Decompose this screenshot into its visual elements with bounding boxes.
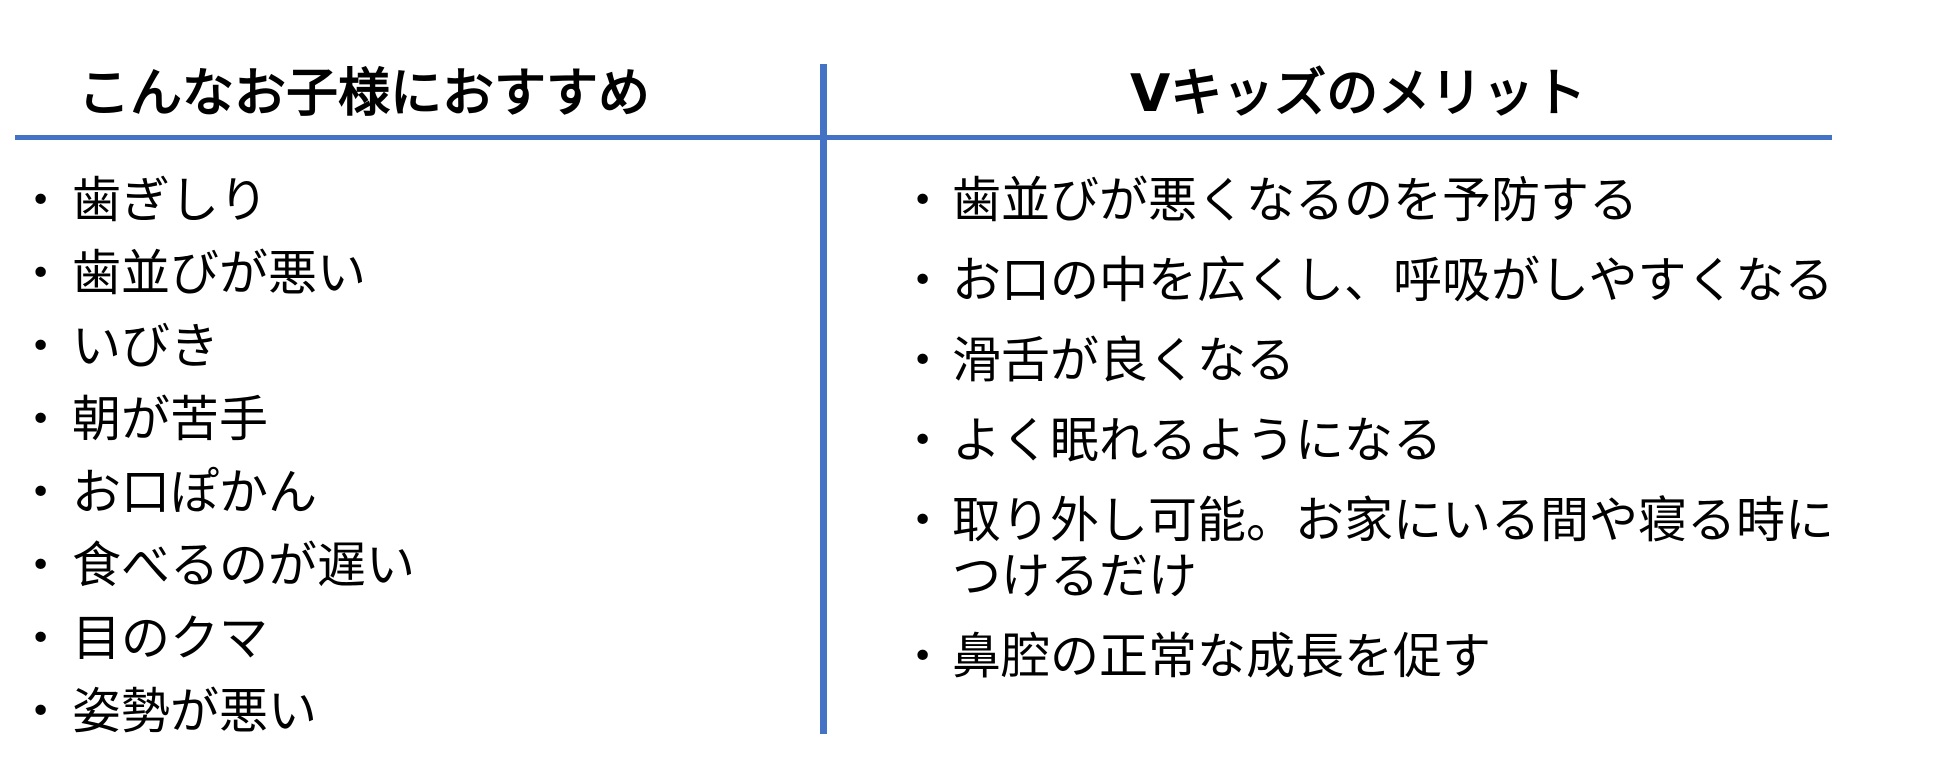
benefit-item-text: 歯並びが悪くなるのを予防する — [952, 172, 1639, 229]
list-item: • 食べるのが遅い — [30, 538, 415, 594]
bullet-icon: • — [912, 636, 934, 677]
recommended-item-text: お口ぽかん — [72, 464, 318, 521]
bullet-icon: • — [30, 253, 52, 294]
bullet-icon: • — [912, 500, 934, 541]
list-item: • 鼻腔の正常な成長を促す — [912, 629, 1872, 685]
list-item: • 目のクマ — [30, 611, 415, 667]
bullet-icon: • — [912, 260, 934, 301]
benefit-item-text: よく眠れるようになる — [952, 412, 1443, 469]
bullet-icon: • — [912, 420, 934, 461]
list-item: • お口ぽかん — [30, 465, 415, 521]
recommended-item-text: 朝が苦手 — [72, 391, 269, 448]
list-item: • 滑舌が良くなる — [912, 333, 1872, 389]
recommended-item-text: 歯ぎしり — [72, 172, 269, 229]
benefits-heading: Vキッズのメリット — [1130, 64, 1587, 124]
bullet-icon: • — [912, 340, 934, 381]
bullet-icon: • — [912, 180, 934, 221]
benefit-item-text: 滑舌が良くなる — [952, 332, 1296, 389]
list-item: • 歯並びが悪くなるのを予防する — [912, 173, 1872, 229]
recommended-item-text: 歯並びが悪い — [72, 245, 367, 302]
bullet-icon: • — [30, 545, 52, 586]
benefit-item-text: 鼻腔の正常な成長を促す — [952, 628, 1492, 685]
horizontal-divider — [15, 135, 1832, 140]
recommended-item-text: 姿勢が悪い — [72, 683, 318, 740]
list-item: • いびき — [30, 319, 415, 375]
benefit-item-text: 取り外し可能。お家にいる間や寝る時につけるだけ — [952, 492, 1835, 605]
bullet-icon: • — [30, 691, 52, 732]
list-item: • 歯ぎしり — [30, 173, 415, 229]
recommended-heading: こんなお子様におすすめ — [78, 64, 651, 124]
benefit-item-text: お口の中を広くし、呼吸がしやすくなる — [952, 252, 1834, 309]
list-item: • よく眠れるようになる — [912, 413, 1872, 469]
list-item: • 取り外し可能。お家にいる間や寝る時につけるだけ — [912, 493, 1872, 605]
vertical-divider — [820, 64, 827, 734]
benefits-list: • 歯並びが悪くなるのを予防する • お口の中を広くし、呼吸がしやすくなる • … — [912, 173, 1872, 709]
recommended-item-text: 食べるのが遅い — [72, 537, 416, 594]
recommended-item-text: 目のクマ — [72, 610, 269, 667]
list-item: • 歯並びが悪い — [30, 246, 415, 302]
bullet-icon: • — [30, 399, 52, 440]
recommended-item-text: いびき — [72, 318, 220, 375]
bullet-icon: • — [30, 326, 52, 367]
bullet-icon: • — [30, 618, 52, 659]
recommended-list: • 歯ぎしり • 歯並びが悪い • いびき • 朝が苦手 • お口ぽかん • 食… — [30, 173, 415, 757]
list-item: • 姿勢が悪い — [30, 684, 415, 740]
list-item: • お口の中を広くし、呼吸がしやすくなる — [912, 253, 1872, 309]
bullet-icon: • — [30, 180, 52, 221]
list-item: • 朝が苦手 — [30, 392, 415, 448]
bullet-icon: • — [30, 472, 52, 513]
